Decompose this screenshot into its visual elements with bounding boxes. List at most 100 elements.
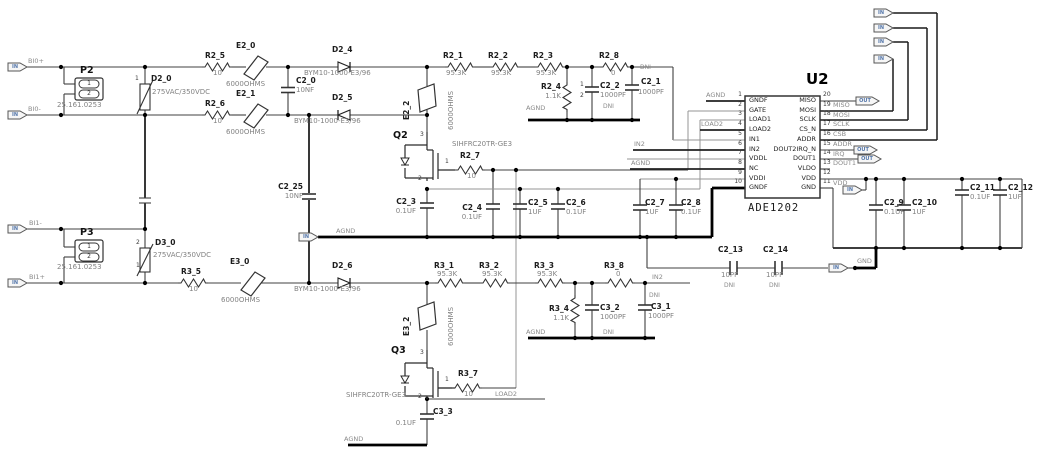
resistor-R2_4[interactable] xyxy=(561,82,573,112)
transistors-q3-refdes-label[interactable]: Q3 xyxy=(391,345,406,356)
port-addr-flag[interactable] xyxy=(873,8,895,18)
capacitor-C2_4[interactable] xyxy=(486,203,500,210)
protectors-e2_0-refdes-label[interactable]: E2_0 xyxy=(236,41,256,50)
capacitors-c2_9-refdes-label[interactable]: C2_9 xyxy=(884,198,904,207)
mosfet-Q3[interactable] xyxy=(400,350,455,399)
capacitors-c2_10-refdes-label[interactable]: C2_10 xyxy=(912,198,937,207)
capacitor-C2_9[interactable] xyxy=(869,204,883,211)
port-bi1-plus-flag[interactable] xyxy=(7,278,29,288)
resistor-R2_1[interactable] xyxy=(445,61,475,73)
connector-P2-pin1[interactable] xyxy=(78,79,100,89)
resistors-r2_6-refdes-label[interactable]: R2_6 xyxy=(205,99,225,108)
resistors-r3_8-refdes-label[interactable]: R3_8 xyxy=(604,261,624,270)
capacitors-c2_0-refdes-label[interactable]: C2_0 xyxy=(296,76,316,85)
connectors-p2-refdes-label[interactable]: P2 xyxy=(80,65,94,76)
capacitors-c2_2-refdes-label[interactable]: C2_2 xyxy=(600,81,620,90)
capacitors-c2_1-refdes-label[interactable]: C2_1 xyxy=(641,77,661,86)
protectors-e3_2-refdes-label[interactable]: E3_2 xyxy=(402,316,411,336)
diodes-d2_5-refdes-label[interactable]: D2_5 xyxy=(332,93,353,102)
resistors-r2_3-refdes-label[interactable]: R2_3 xyxy=(533,51,553,60)
capacitor-C2_6[interactable] xyxy=(551,203,565,210)
port-gnd-flag-text[interactable]: IN xyxy=(832,264,840,271)
resistor-R3_5[interactable] xyxy=(178,277,208,289)
capacitor-C2_0[interactable] xyxy=(281,86,295,94)
port-sclk-flag[interactable] xyxy=(873,37,895,47)
port-mosi-flag[interactable] xyxy=(873,54,895,64)
capacitor-C3_3[interactable] xyxy=(420,413,434,420)
capacitors-c2_6-refdes-label[interactable]: C2_6 xyxy=(566,198,586,207)
resistor-R3_8[interactable] xyxy=(605,277,635,289)
port-addr-flag-text[interactable]: IN xyxy=(877,9,885,16)
port-dout1-flag[interactable] xyxy=(857,154,883,164)
capacitor-C2_7[interactable] xyxy=(633,204,647,211)
capacitor-C2_5[interactable] xyxy=(513,203,527,210)
resistor-R2_6[interactable] xyxy=(202,109,232,121)
resistor-R2_8[interactable] xyxy=(600,61,630,73)
capacitor-C2_12[interactable] xyxy=(993,189,1007,196)
connector-P2-pin2[interactable] xyxy=(78,89,100,99)
resistor-R3_4[interactable] xyxy=(569,295,581,325)
capacitors-c2_13-refdes-label[interactable]: C2_13 xyxy=(718,245,743,254)
port-bi0-plus-flag[interactable] xyxy=(7,62,29,72)
resistors-r3_2-refdes-label[interactable]: R3_2 xyxy=(479,261,499,270)
port-bi1-minus-flag-text[interactable]: IN xyxy=(11,225,19,232)
port-irq-flag-text[interactable]: OUT xyxy=(857,146,869,153)
port-csb-flag-text[interactable]: IN xyxy=(877,24,885,31)
resistors-r3_7-refdes-label[interactable]: R3_7 xyxy=(458,369,478,378)
capacitor-C3_2[interactable] xyxy=(585,304,599,311)
port-csb-flag[interactable] xyxy=(873,23,895,33)
protectors-e2_1-refdes-label[interactable]: E2_1 xyxy=(236,89,256,98)
varistor-D3_0[interactable] xyxy=(136,243,154,277)
protectors-e3_0-refdes-label[interactable]: E3_0 xyxy=(230,257,250,266)
capacitor-C2_10[interactable] xyxy=(897,204,911,211)
capacitor-C2_3[interactable] xyxy=(420,202,434,209)
resistors-r2_1-refdes-label[interactable]: R2_1 xyxy=(443,51,463,60)
protector-E2_0[interactable] xyxy=(243,55,269,81)
protectors-e2_2-refdes-label[interactable]: E2_2 xyxy=(402,100,411,120)
capacitors-c2_3-refdes-label[interactable]: C2_3 xyxy=(396,197,416,206)
resistor-R3_1[interactable] xyxy=(435,277,465,289)
resistor-R2_2[interactable] xyxy=(490,61,520,73)
capacitor-C2_8[interactable] xyxy=(669,204,683,211)
port-agnd-flag-text[interactable]: IN xyxy=(302,233,310,240)
capacitor-C2_14[interactable] xyxy=(774,261,783,275)
capacitors-c2_12-refdes-label[interactable]: C2_12 xyxy=(1008,183,1033,192)
port-gnd-flag[interactable] xyxy=(828,263,850,273)
capacitors-c2_8-refdes-label[interactable]: C2_8 xyxy=(681,198,701,207)
resistor-R3_3[interactable] xyxy=(535,277,565,289)
resistor-R3_2[interactable] xyxy=(480,277,510,289)
resistors-r2_8-refdes-label[interactable]: R2_8 xyxy=(599,51,619,60)
resistors-r2_5-refdes-label[interactable]: R2_5 xyxy=(205,51,225,60)
resistors-r3_3-refdes-label[interactable]: R3_3 xyxy=(534,261,554,270)
diodes-d2_4-refdes-label[interactable]: D2_4 xyxy=(332,45,353,54)
port-bi0-minus-flag[interactable] xyxy=(7,110,29,120)
capacitors-c2_7-refdes-label[interactable]: C2_7 xyxy=(645,198,665,207)
connector-P3-pin1[interactable] xyxy=(78,242,100,252)
port-bi0-minus-flag-text[interactable]: IN xyxy=(11,111,19,118)
protector-E3_0[interactable] xyxy=(240,271,266,297)
capacitors-c2_25-refdes-label[interactable]: C2_25 xyxy=(278,182,303,191)
capacitors-c3_1-refdes-label[interactable]: C3_1 xyxy=(651,302,671,311)
capacitor-C2_1[interactable] xyxy=(625,84,639,91)
resistor-R2_3[interactable] xyxy=(535,61,565,73)
connector-P3-pin2[interactable] xyxy=(78,252,100,262)
protector-E2_1[interactable] xyxy=(243,103,269,129)
port-miso-flag[interactable] xyxy=(855,96,881,106)
varistors-d2_0-refdes-label[interactable]: D2_0 xyxy=(151,74,172,83)
protector-E2_2[interactable] xyxy=(417,83,437,113)
transistors-q2-refdes-label[interactable]: Q2 xyxy=(393,130,408,141)
capacitor-C2_13[interactable] xyxy=(729,261,738,275)
resistor-R3_7[interactable] xyxy=(452,382,482,394)
port-bi0-plus-flag-text[interactable]: IN xyxy=(11,63,19,70)
diodes-d2_6-refdes-label[interactable]: D2_6 xyxy=(332,261,353,270)
varistor-D2_0[interactable] xyxy=(136,79,154,115)
port-sclk-flag-text[interactable]: IN xyxy=(877,38,885,45)
resistors-r2_2-refdes-label[interactable]: R2_2 xyxy=(488,51,508,60)
port-irq-flag[interactable] xyxy=(853,145,879,155)
resistors-r2_7-refdes-label[interactable]: R2_7 xyxy=(460,151,480,160)
port-miso-flag-text[interactable]: OUT xyxy=(859,97,871,104)
resistors-r3_1-refdes-label[interactable]: R3_1 xyxy=(434,261,454,270)
capacitors-c3_2-refdes-label[interactable]: C3_2 xyxy=(600,303,620,312)
protector-E3_2[interactable] xyxy=(417,301,437,331)
capacitors-c2_5-refdes-label[interactable]: C2_5 xyxy=(528,198,548,207)
